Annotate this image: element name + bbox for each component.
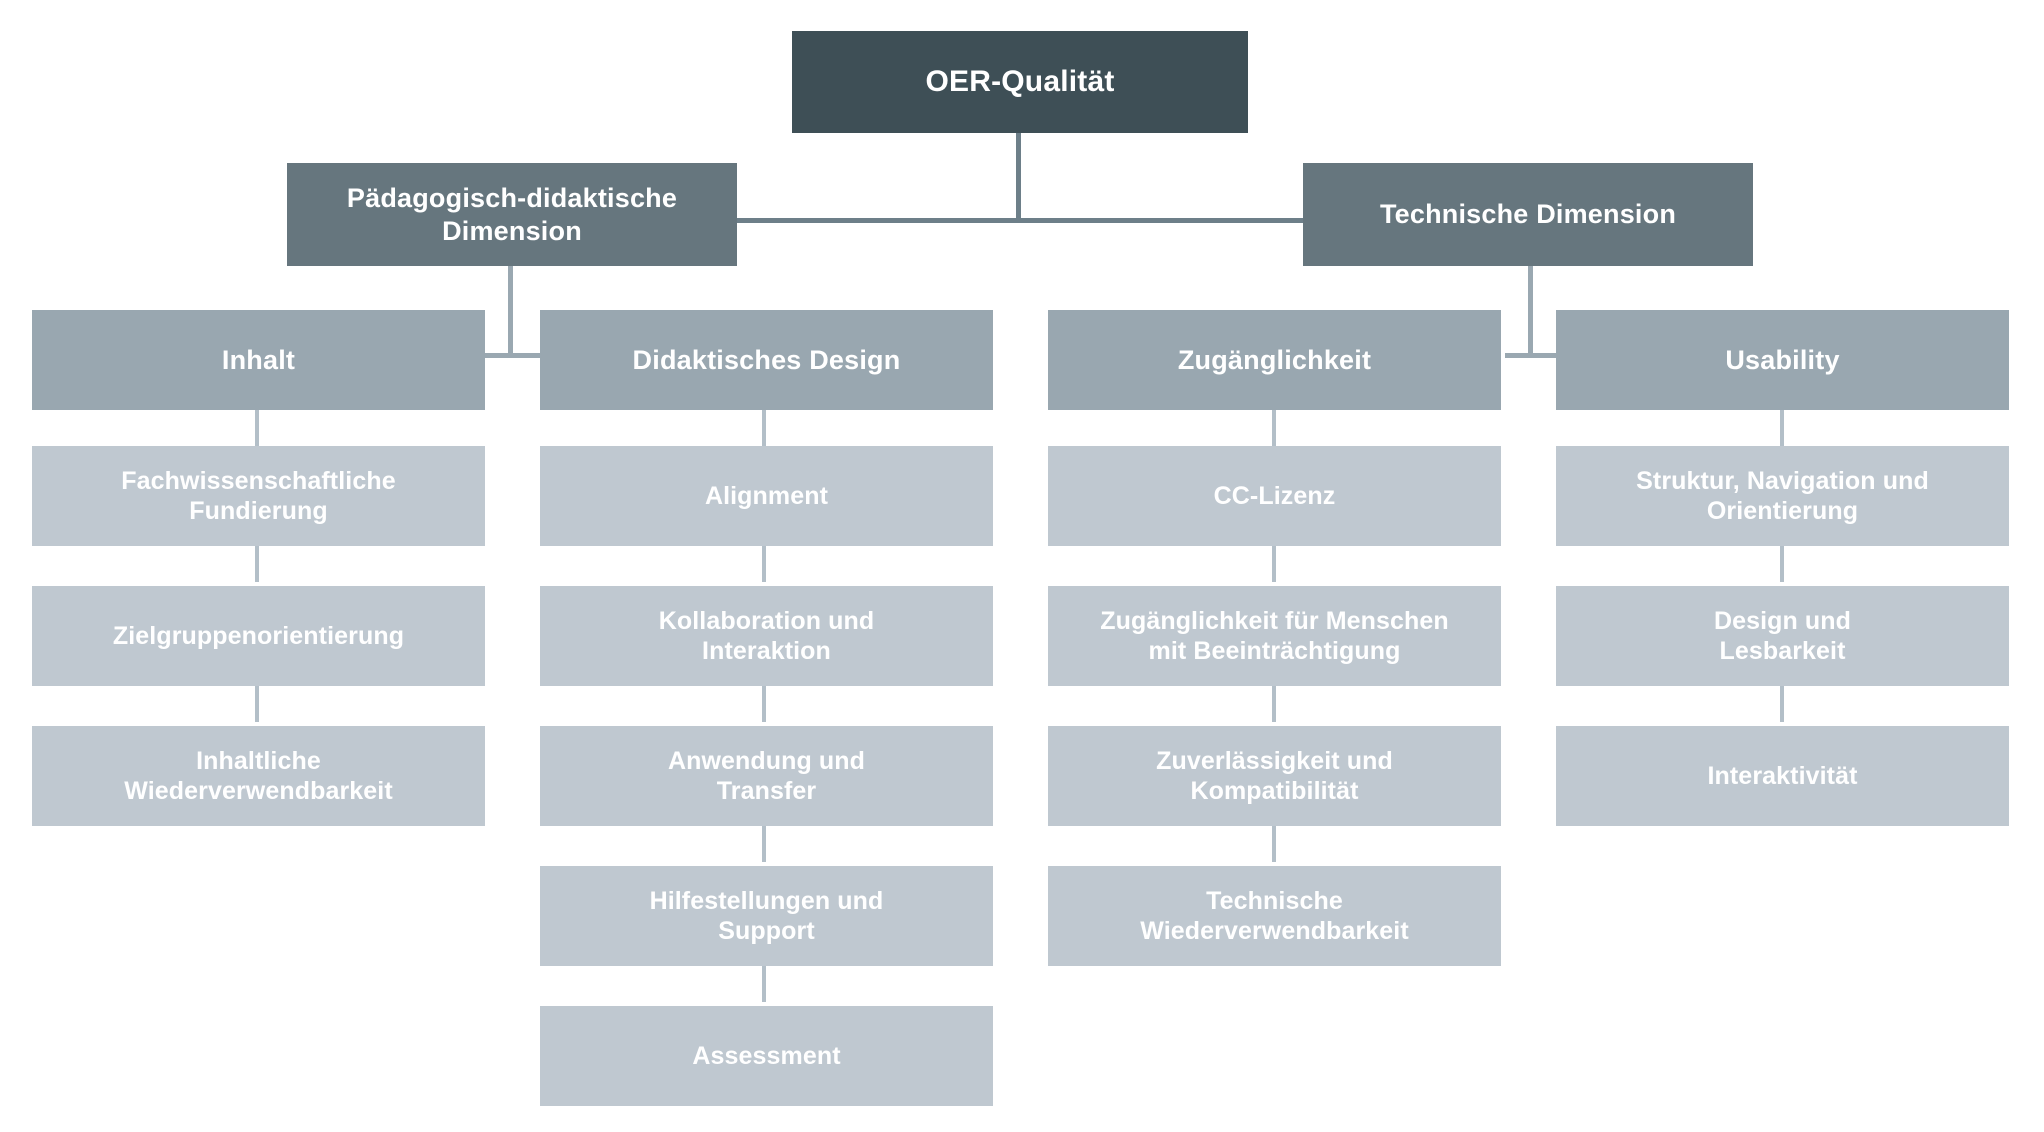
node-criterion-alignment[interactable]: Alignment [540, 446, 993, 546]
node-label: Assessment [692, 1041, 841, 1070]
node-label: Alignment [704, 481, 829, 510]
node-label: Fachwissenschaftliche Fundierung [121, 466, 396, 526]
node-category-usability[interactable]: Usability [1556, 310, 2009, 410]
node-label: Design und Lesbarkeit [1713, 606, 1852, 666]
node-dimension-paedagogisch-didaktische[interactable]: Pädagogisch-didaktische Dimension [287, 163, 737, 266]
connector-didaktisches-design-4 [762, 826, 766, 862]
node-label: Zugänglichkeit [1177, 344, 1372, 375]
node-criterion-anwendung-und-transfer[interactable]: Anwendung und Transfer [540, 726, 993, 826]
connector-didaktisches-design-1 [762, 410, 766, 446]
connector-right-dimension-stem [1528, 266, 1533, 357]
node-label: CC-Lizenz [1213, 481, 1336, 510]
node-label: Usability [1725, 344, 1840, 375]
node-criterion-zugaenglichkeit-fuer-menschen-mit-beeintraechtigung[interactable]: Zugänglichkeit für Menschen mit Beeinträ… [1048, 586, 1501, 686]
connector-didaktisches-design-3 [762, 686, 766, 722]
node-criterion-inhaltliche-wiederverwendbarkeit[interactable]: Inhaltliche Wiederverwendbarkeit [32, 726, 485, 826]
connector-dimension-bus [735, 218, 1305, 223]
connector-left-dimension-stem [508, 266, 513, 357]
connector-usability-2 [1780, 546, 1784, 582]
node-label: Technische Wiederverwendbarkeit [1140, 886, 1409, 946]
node-root-oer-qualitaet[interactable]: OER-Qualität [792, 31, 1248, 133]
node-label: Anwendung und Transfer [667, 746, 866, 806]
connector-zugaenglichkeit-3 [1272, 686, 1276, 722]
connector-inhalt-3 [255, 686, 259, 722]
node-criterion-zielgruppenorientierung[interactable]: Zielgruppenorientierung [32, 586, 485, 686]
connector-inhalt-1 [255, 410, 259, 446]
node-criterion-hilfestellungen-und-support[interactable]: Hilfestellungen und Support [540, 866, 993, 966]
connector-didaktisches-design-5 [762, 966, 766, 1002]
node-dimension-technische[interactable]: Technische Dimension [1303, 163, 1753, 266]
node-category-inhalt[interactable]: Inhalt [32, 310, 485, 410]
connector-right-category-bus [1505, 353, 1561, 358]
connector-root-stem [1016, 133, 1021, 222]
node-label: Technische Dimension [1379, 199, 1677, 230]
node-label: Interaktivität [1707, 761, 1858, 790]
node-label: Zugänglichkeit für Menschen mit Beeinträ… [1100, 606, 1449, 666]
node-label: Didaktisches Design [632, 344, 901, 375]
node-criterion-assessment[interactable]: Assessment [540, 1006, 993, 1106]
node-criterion-zuverlaessigkeit-und-kompatibilitaet[interactable]: Zuverlässigkeit und Kompatibilität [1048, 726, 1501, 826]
node-criterion-fachwissenschaftliche-fundierung[interactable]: Fachwissenschaftliche Fundierung [32, 446, 485, 546]
node-category-didaktisches-design[interactable]: Didaktisches Design [540, 310, 993, 410]
node-label: Zielgruppenorientierung [112, 621, 405, 650]
node-label: Inhaltliche Wiederverwendbarkeit [124, 746, 393, 806]
connector-usability-1 [1780, 410, 1784, 446]
node-label: Struktur, Navigation und Orientierung [1636, 466, 1929, 526]
node-label: Pädagogisch-didaktische Dimension [346, 182, 678, 246]
connector-zugaenglichkeit-1 [1272, 410, 1276, 446]
connector-zugaenglichkeit-2 [1272, 546, 1276, 582]
node-criterion-interaktivitaet[interactable]: Interaktivität [1556, 726, 2009, 826]
node-category-zugaenglichkeit[interactable]: Zugänglichkeit [1048, 310, 1501, 410]
connector-usability-3 [1780, 686, 1784, 722]
node-label: Hilfestellungen und Support [649, 886, 884, 946]
connector-zugaenglichkeit-4 [1272, 826, 1276, 862]
node-criterion-design-und-lesbarkeit[interactable]: Design und Lesbarkeit [1556, 586, 2009, 686]
node-label: Kollaboration und Interaktion [658, 606, 875, 666]
connector-left-category-bus [485, 353, 541, 358]
connector-didaktisches-design-2 [762, 546, 766, 582]
node-criterion-cc-lizenz[interactable]: CC-Lizenz [1048, 446, 1501, 546]
connector-inhalt-2 [255, 546, 259, 582]
node-criterion-technische-wiederverwendbarkeit[interactable]: Technische Wiederverwendbarkeit [1048, 866, 1501, 966]
node-label: OER-Qualität [925, 64, 1115, 98]
node-label: Zuverlässigkeit und Kompatibilität [1156, 746, 1393, 806]
node-criterion-struktur-navigation-und-orientierung[interactable]: Struktur, Navigation und Orientierung [1556, 446, 2009, 546]
node-label: Inhalt [221, 344, 296, 375]
node-criterion-kollaboration-und-interaktion[interactable]: Kollaboration und Interaktion [540, 586, 993, 686]
